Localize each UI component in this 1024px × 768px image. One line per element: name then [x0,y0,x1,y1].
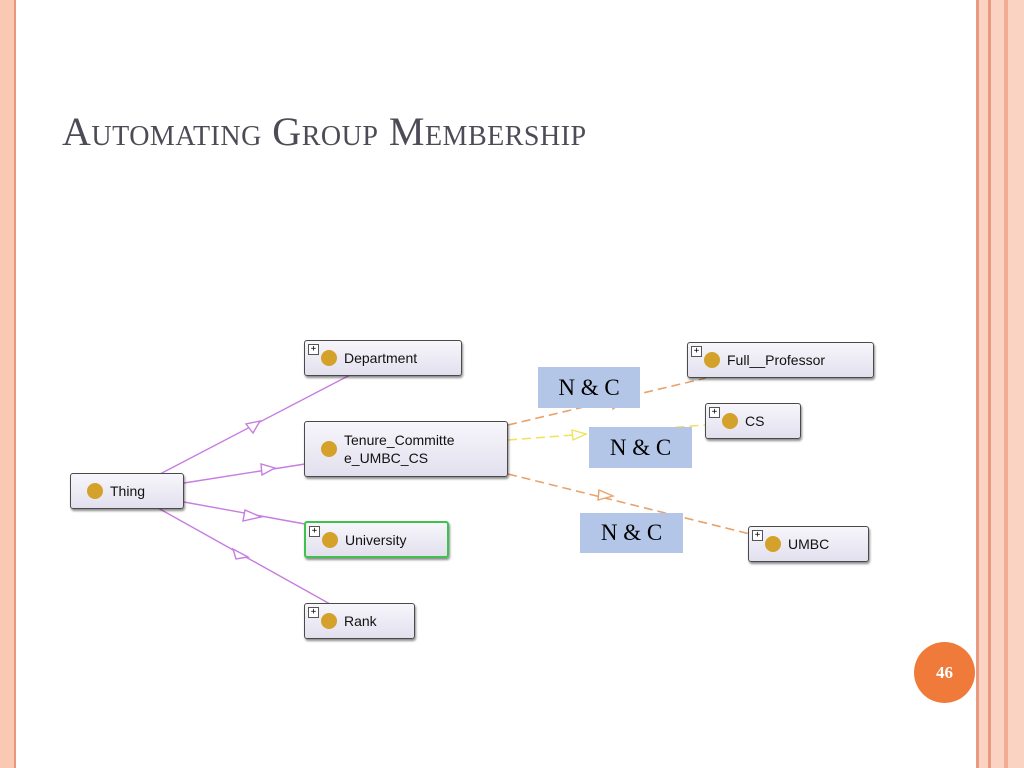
subclass-arrowheads [231,419,277,560]
arrowhead [231,547,251,560]
node-full-professor[interactable]: + Full__Professor [687,342,874,378]
class-icon [704,352,720,368]
right-border-line [1004,0,1008,768]
class-icon [722,413,738,429]
node-umbc[interactable]: + UMBC [748,526,869,562]
node-label: Rank [344,613,377,629]
class-icon [765,536,781,552]
class-icon [321,441,337,457]
node-label: University [345,531,407,548]
node-university[interactable]: + University [304,521,449,558]
node-thing[interactable]: Thing [70,473,184,509]
arrowhead [571,429,589,442]
expand-icon[interactable]: + [691,346,702,357]
class-icon [321,350,337,366]
node-department[interactable]: + Department [304,340,462,376]
relation-label: N & C [538,367,640,408]
expand-icon[interactable]: + [709,407,720,418]
expand-icon[interactable]: + [309,526,320,537]
node-cs[interactable]: + CS [705,403,801,439]
right-border [976,0,1024,768]
node-rank[interactable]: + Rank [304,603,415,639]
expand-icon[interactable]: + [308,607,319,618]
node-label: Full__Professor [727,352,826,368]
class-icon [322,531,338,548]
node-label: UMBC [788,536,830,552]
slide-title: Automating Group Membership [62,109,587,154]
node-label: Thing [110,483,146,499]
class-icon [321,613,337,629]
arrowhead [242,509,264,522]
class-icon [87,483,103,499]
subclass-edges [157,374,351,605]
node-label: Department [344,350,418,366]
node-tenure-committee[interactable]: Tenure_Committe e_UMBC_CS [304,421,508,477]
relation-label: N & C [580,513,683,553]
arrowhead [597,488,616,501]
page-number-badge: 46 [914,642,975,703]
node-label: CS [745,413,765,429]
node-label: Tenure_Committe e_UMBC_CS [344,432,455,466]
relation-label: N & C [589,427,692,468]
arrowhead [244,419,262,435]
left-border-line [14,0,16,768]
expand-icon[interactable]: + [752,530,763,541]
right-border-line [988,0,991,768]
arrowhead [260,463,277,477]
edge-thing-tenure [183,463,306,484]
left-border [0,0,14,768]
expand-icon[interactable]: + [308,344,319,355]
right-border-line [976,0,979,768]
